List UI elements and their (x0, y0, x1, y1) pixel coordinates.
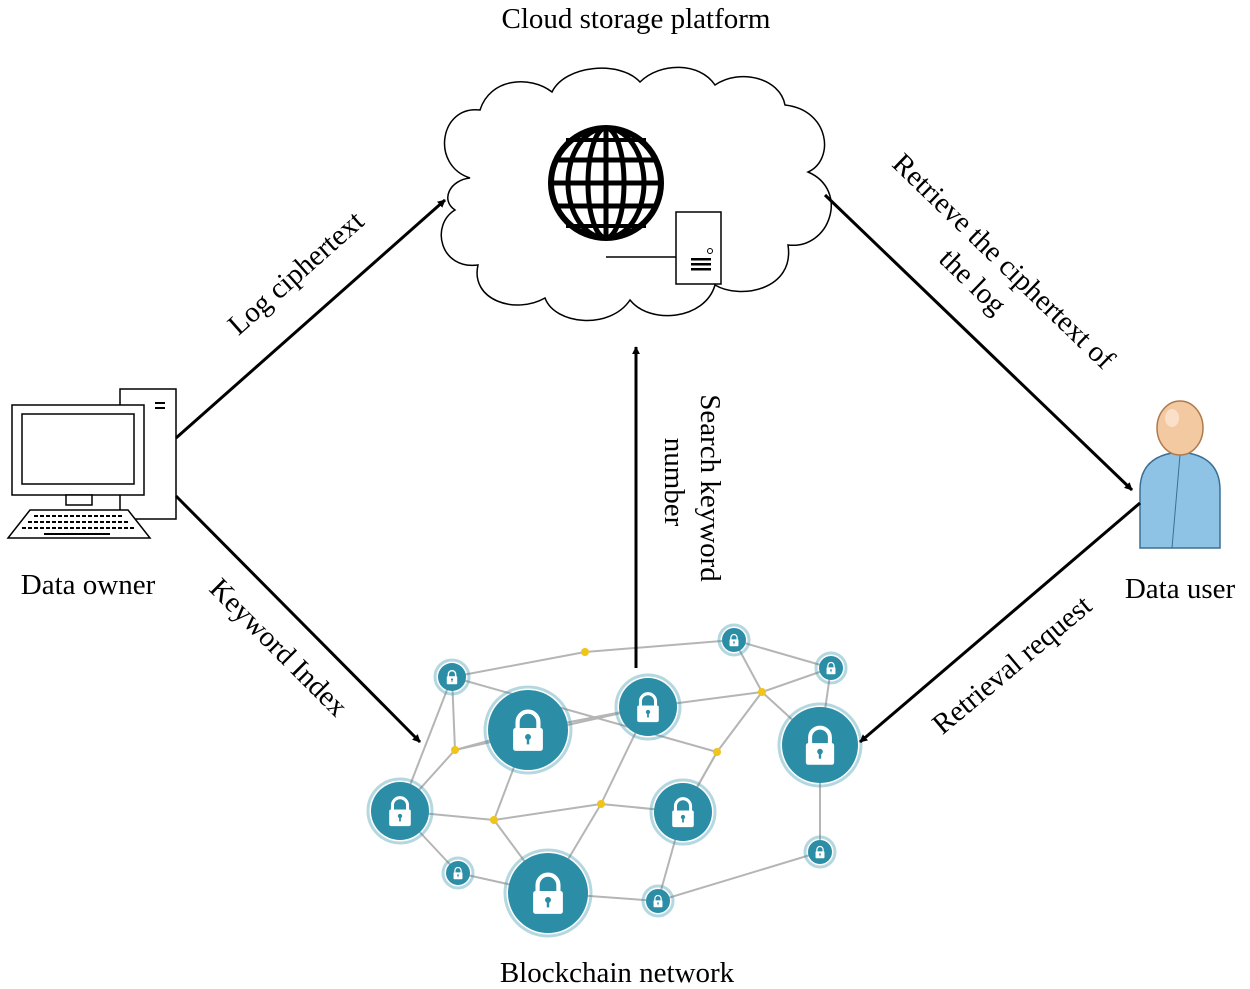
globe-icon (548, 125, 664, 241)
lock-node (614, 673, 682, 741)
label-search-keyword: Search keyword number (658, 394, 726, 582)
network-link (733, 639, 832, 669)
label-retrieve-line1: Retrieve the ciphertext of (886, 147, 1121, 376)
data-user-label: Data user (1125, 573, 1236, 605)
network-link (584, 639, 735, 653)
data-owner: Data owner (6, 388, 177, 601)
arrow-keyword-index (174, 494, 422, 744)
network-link (761, 667, 832, 693)
arrows (174, 193, 1141, 744)
user-icon (1139, 400, 1221, 549)
network-link (716, 691, 763, 753)
network-junction (713, 748, 721, 756)
label-retrieve-ciphertext: Retrieve the ciphertext of the log (886, 147, 1121, 376)
network-nodes (366, 623, 863, 938)
network-junction (451, 746, 459, 754)
network-link (451, 651, 586, 678)
lock-node (503, 848, 593, 938)
network-link (657, 851, 821, 902)
network-junction (758, 688, 766, 696)
data-owner-label: Data owner (21, 569, 156, 601)
arrow-retrieval-request (859, 501, 1141, 744)
cloud-title: Cloud storage platform (501, 3, 770, 35)
lock-node (649, 778, 717, 846)
lock-node (803, 835, 837, 869)
network-link (493, 803, 602, 821)
lock-node (777, 702, 863, 788)
network-link (451, 676, 718, 753)
lock-node (717, 623, 751, 657)
lock-node (441, 856, 475, 890)
label-log-ciphertext: Log ciphertext (222, 205, 370, 342)
lock-node (433, 658, 471, 696)
lock-node (814, 651, 848, 685)
blockchain-label: Blockchain network (500, 957, 735, 989)
arrow-retrieve-ciphertext (823, 193, 1134, 492)
label-search-line1: Search keyword (694, 394, 726, 582)
lock-node (366, 777, 434, 845)
network-junction (597, 800, 605, 808)
blockchain-network: Blockchain network (366, 623, 863, 989)
computer-icon (6, 388, 177, 539)
lock-node (483, 685, 573, 775)
network-junction (490, 816, 498, 824)
lock-node (641, 884, 675, 918)
server-icon (606, 211, 722, 285)
arrow-log-ciphertext (175, 198, 446, 440)
data-user: Data user (1125, 400, 1236, 605)
network-junctions (451, 648, 766, 824)
label-search-line2: number (658, 438, 690, 527)
network-junction (581, 648, 589, 656)
cloud-storage-platform: Cloud storage platform (440, 3, 832, 322)
label-keyword-index: Keyword Index (203, 572, 354, 723)
